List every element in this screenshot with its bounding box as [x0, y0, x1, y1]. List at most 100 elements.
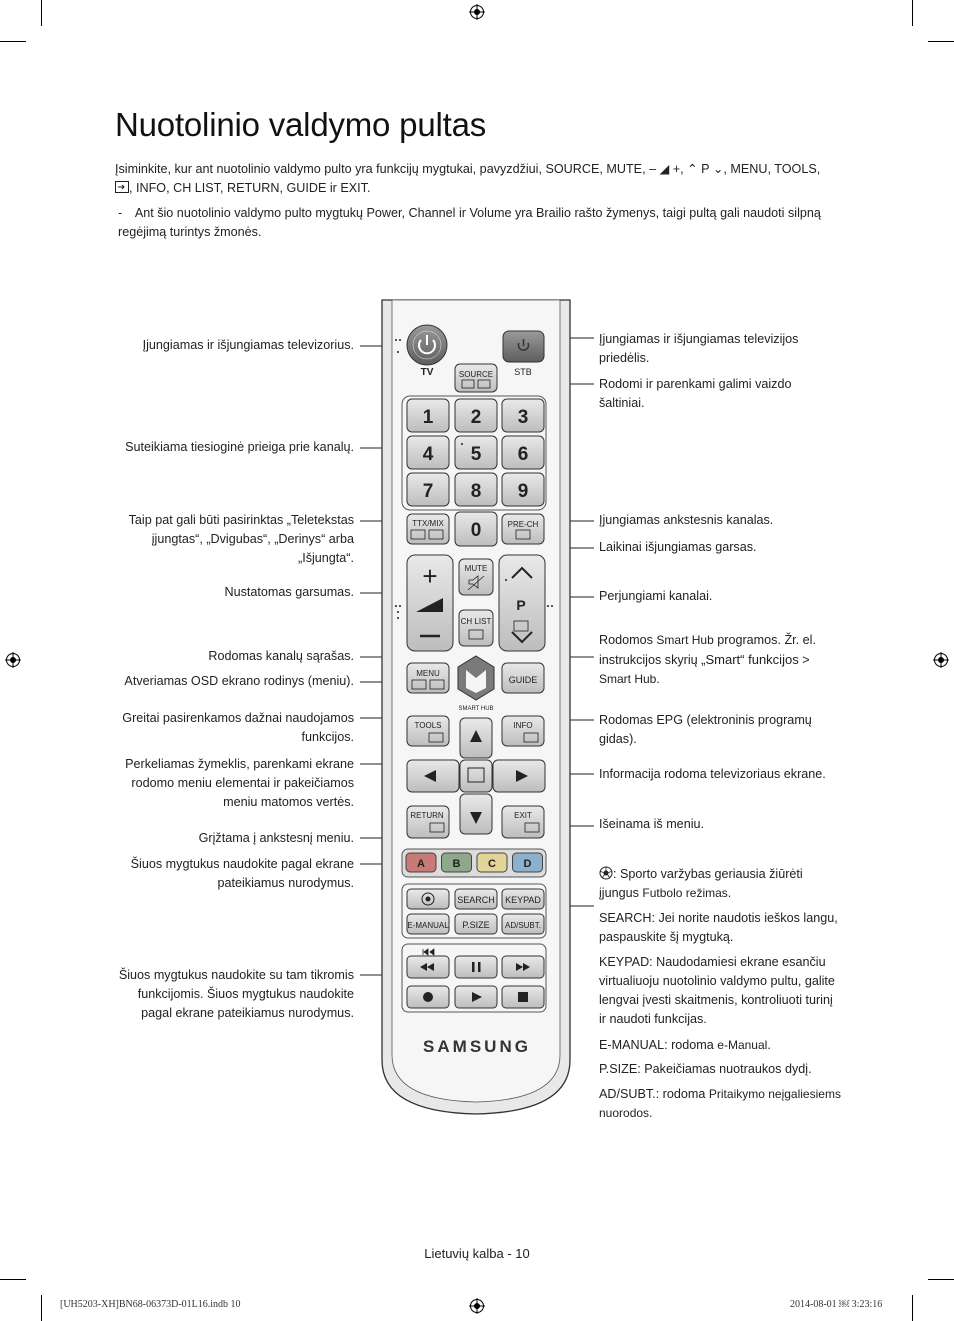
label-info: Informacija rodoma televizoriaus ekrane.	[599, 767, 826, 781]
football-period: .	[727, 886, 732, 900]
digit-key-8	[454, 472, 498, 507]
label-prech: Įjungiamas ankstesnis kanalas.	[599, 513, 774, 527]
label-guide: Rodomas EPG (elektroninis programų gidas…	[599, 711, 839, 749]
intro-menu: MENU	[730, 162, 768, 176]
emanual-key-label: E-MANUAL	[407, 921, 449, 930]
braille-note: - Ant šio nuotolinio valdymo pulto mygtu…	[118, 206, 821, 239]
adsubt-name: Pritaikymo neįgaliesiems nuorodos	[599, 1087, 841, 1120]
search-key-label: SEARCH	[457, 895, 495, 905]
crop-mark	[912, 1295, 913, 1321]
adsubt-key-label: AD/SUBT.	[505, 921, 541, 930]
registration-mark-icon	[469, 1298, 485, 1314]
guide-key-label: GUIDE	[509, 675, 538, 685]
keypad-text: : Naudodamiesi ekrane esančiu virtualiuo…	[599, 955, 835, 1026]
smarthub-arrow: >	[802, 653, 810, 667]
ttx-key-label: TTX/MIX	[412, 519, 444, 528]
search-term: SEARCH	[599, 911, 652, 925]
digit-label: 2	[471, 407, 482, 428]
exit-key-label: EXIT	[514, 811, 532, 820]
note-power: Power	[366, 206, 402, 220]
digit-key-2	[454, 398, 498, 433]
tools-key-label: TOOLS	[415, 721, 442, 730]
label-mute: Laikinai išjungiamas garsas.	[599, 540, 757, 554]
intro-exit: EXIT	[340, 181, 367, 195]
intro-ir: ir	[329, 181, 337, 195]
crop-mark	[0, 1279, 26, 1280]
note-ir: ir	[458, 206, 466, 220]
note-text-end: yra Brailio rašto žymenys, taigi pultą g…	[118, 206, 821, 239]
smarthub-period: .	[656, 672, 660, 686]
mute-key-label: MUTE	[465, 564, 488, 573]
note-text: Ant šio nuotolinio valdymo pulto mygtukų	[134, 206, 364, 220]
digit-key-7	[406, 472, 450, 507]
smarthub-name: Smart Hub	[656, 633, 714, 647]
label-number-keys: Suteikiama tiesioginė prieiga prie kanal…	[125, 440, 354, 454]
color-key-label: B	[453, 858, 461, 870]
source-key-label: SOURCE	[459, 370, 493, 379]
label-smart-hub: Rodomos Smart Hub programos. Žr. el. ins…	[599, 631, 839, 689]
football-text: : Sporto varžybas geriausia žiūrėti įjun…	[599, 867, 803, 900]
color-key-label: C	[488, 858, 496, 870]
intro-text: Įsiminkite, kur ant nuotolinio valdymo p…	[115, 162, 542, 176]
label-teletext: Taip pat gali būti pasirinktas „Teleteks…	[128, 513, 354, 565]
smarthub-section: „Smart“ funkcijos	[701, 652, 799, 667]
color-key-label: A	[417, 858, 425, 870]
chlist-key-label: CH LIST	[461, 617, 492, 626]
crop-mark	[912, 0, 913, 26]
adsubt-text: : rodoma	[655, 1087, 706, 1101]
label-football: : Sporto varžybas geriausia žiūrėti įjun…	[599, 865, 843, 903]
samsung-logo: SAMSUNG	[423, 1037, 531, 1056]
label-tv-power: Įjungiamas ir išjungiamas televizorius.	[142, 338, 354, 352]
color-key-b	[441, 852, 472, 873]
emanual-name: e-Manual	[717, 1038, 768, 1052]
adsubt-term: AD/SUBT.	[599, 1087, 656, 1101]
page-footer: Lietuvių kalba - 10	[424, 1246, 530, 1261]
tv-label: TV	[421, 367, 434, 378]
color-key-d	[512, 852, 543, 873]
label-menu: Atveriamas OSD ekrano rodinys (meniu).	[124, 674, 354, 688]
digit-label: 1	[423, 407, 434, 428]
intro-info: INFO	[136, 181, 167, 195]
registration-mark-icon	[5, 652, 21, 668]
emanual-period: .	[767, 1038, 771, 1052]
intro-paragraph: Įsiminkite, kur ant nuotolinio valdymo p…	[115, 162, 821, 195]
digit-key-6	[501, 435, 545, 470]
registration-mark-icon	[469, 4, 485, 20]
digit-label: 4	[423, 444, 434, 465]
info-key-label: INFO	[513, 721, 532, 730]
label-color-keys: Šiuos mygtukus naudokite pagal ekrane pa…	[130, 857, 354, 890]
label-return: Grįžtama į ankstesnį meniu.	[198, 831, 354, 845]
crop-mark	[0, 41, 26, 42]
label-adsubt: AD/SUBT.: rodoma Pritaikymo neįgaliesiem…	[599, 1085, 843, 1123]
intro-tools: TOOLS	[774, 162, 817, 176]
guide-text-2: (elektroninis programų gidas).	[599, 713, 812, 746]
smart-hub-label: SMART HUB	[458, 706, 493, 712]
label-exit: Išeinama iš meniu.	[599, 817, 704, 831]
label-media-keys: Šiuos mygtukus naudokite su tam tikromis…	[118, 968, 354, 1020]
label-stb-power: Įjungiamas ir išjungiamas televizijos pr…	[599, 332, 799, 365]
intro-guide: GUIDE	[286, 181, 327, 195]
psize-text: : Pakeičiamas nuotraukos dydį.	[637, 1062, 812, 1076]
label-emanual: E-MANUAL: rodoma e-Manual.	[599, 1036, 843, 1055]
digit-key-5	[454, 435, 498, 470]
smarthub-text: Rodomos	[599, 633, 653, 647]
search-text: : Jei norite naudotis ieškos langu, pasp…	[599, 911, 838, 944]
prech-key-label: PRE-CH	[508, 520, 539, 529]
color-key-c	[476, 852, 508, 873]
digit-key-1	[406, 398, 450, 433]
smarthub-text-2: programos. Žr. el. instrukcijos skyrių	[599, 633, 816, 667]
adsubt-period: .	[649, 1106, 653, 1120]
registration-mark-icon	[933, 652, 949, 668]
intro-volume-symbols: – ◢ +	[649, 162, 681, 176]
label-dpad: Perkeliamas žymeklis, parenkami ekrane r…	[125, 757, 354, 809]
return-key-label: RETURN	[410, 811, 444, 820]
digit-label: 3	[518, 407, 529, 428]
crop-mark	[41, 1295, 42, 1321]
slug-left: [UH5203-XH]BN68-06373D-01L16.indb 10	[60, 1299, 241, 1310]
color-key-a	[405, 852, 437, 873]
color-key-label: D	[524, 858, 532, 870]
digit-key-0: 0	[471, 520, 482, 541]
label-tools: Greitai pasirenkamos dažnai naudojamos f…	[122, 711, 354, 744]
intro-source: SOURCE	[545, 162, 600, 176]
